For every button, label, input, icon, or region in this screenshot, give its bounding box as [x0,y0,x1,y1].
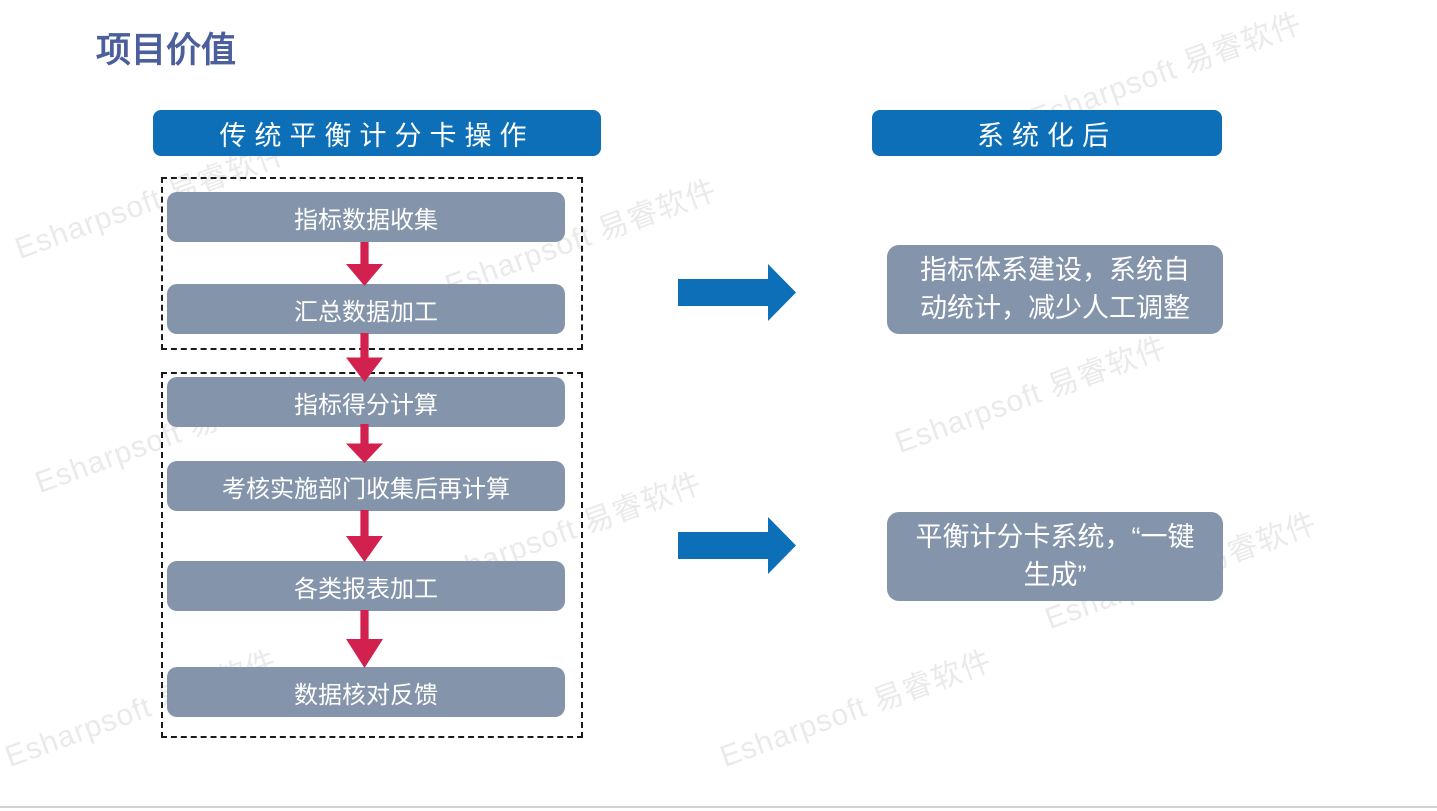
left-column-header: 传统平衡计分卡操作 [153,110,601,156]
watermark-text: Esharpsoft 易睿软件 [715,644,997,774]
result-box: 指标体系建设，系统自动统计，减少人工调整 [887,245,1223,334]
down-arrow-icon [346,424,383,463]
watermark-text: Esharpsoft 易睿软件 [890,330,1172,460]
right-column-header: 系统化后 [872,110,1222,156]
process-step: 汇总数据加工 [167,284,565,334]
process-step: 各类报表加工 [167,561,565,611]
process-step: 考核实施部门收集后再计算 [167,461,565,511]
process-step: 指标得分计算 [167,377,565,427]
process-group-frame-2 [161,372,583,738]
right-arrow-icon [678,264,796,321]
result-box: 平衡计分卡系统，“一键生成” [887,512,1223,601]
down-arrow-icon [346,333,383,382]
process-step: 数据核对反馈 [167,667,565,717]
right-arrow-icon [678,517,796,574]
bottom-divider [0,806,1437,808]
down-arrow-icon [346,510,383,562]
page-title: 项目价值 [96,31,237,70]
process-group-frame-1 [161,177,583,350]
process-step: 指标数据收集 [167,192,565,242]
down-arrow-icon [346,610,383,668]
down-arrow-icon [346,242,383,286]
